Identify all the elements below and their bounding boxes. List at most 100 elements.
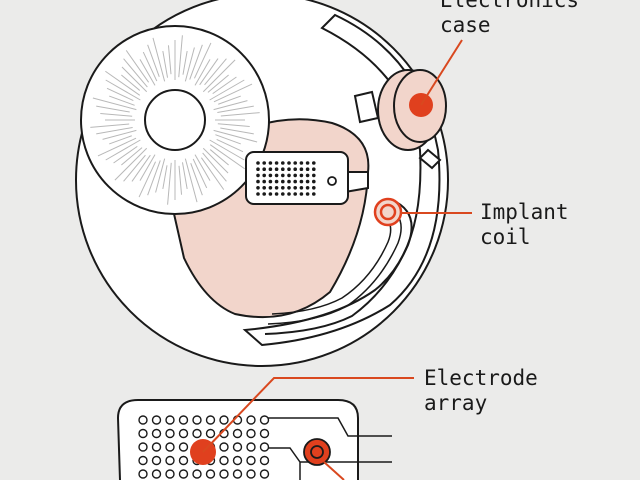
iris-ray — [192, 158, 208, 189]
coil-loop-inner — [267, 205, 402, 325]
iris-ray — [109, 135, 132, 145]
chip-electrode-dot — [287, 186, 291, 190]
iris-ray — [113, 145, 138, 164]
iris-ray — [125, 50, 150, 83]
array-electrode-dot — [151, 442, 162, 452]
implant-coil-label: Implant coil — [480, 200, 569, 250]
chip-electrode-dot — [256, 161, 260, 165]
port-leader — [323, 461, 345, 480]
iris-ray — [218, 95, 241, 105]
array-electrode-dot — [192, 469, 202, 479]
chip-electrode-dot — [305, 161, 310, 165]
iris-ray — [167, 45, 172, 75]
case-strap-lower — [418, 148, 442, 170]
chip-electrode-dot — [268, 173, 273, 178]
array-electrode-dot — [246, 455, 256, 466]
array-electrode-dot — [205, 469, 216, 479]
iris-ray — [193, 42, 212, 79]
iris-ray — [121, 74, 141, 91]
iris-ray — [178, 35, 183, 78]
iris-ray — [102, 129, 137, 140]
chip-electrode-dot — [274, 192, 279, 196]
iris-ray — [152, 37, 166, 82]
chip-electrode-dot — [305, 192, 310, 196]
iris-ray — [90, 123, 130, 128]
chip-electrode-dot — [281, 161, 285, 165]
coil-marker-outer — [373, 197, 403, 227]
iris-ray — [139, 154, 156, 181]
chip-electrode-dot — [268, 192, 273, 196]
chip-electrode-dot — [312, 167, 316, 171]
electrode-array-leader — [202, 377, 414, 453]
chip-electrode-dot — [293, 173, 298, 178]
coil-loop-outer — [264, 199, 413, 335]
iris-ray — [199, 58, 219, 86]
electronics-case — [353, 69, 447, 170]
electrode-array-device — [116, 399, 392, 480]
chip-electrode-dot — [256, 186, 260, 190]
iris-ray — [100, 112, 133, 117]
chip-electrode-dot — [262, 167, 267, 171]
iris-ray — [220, 112, 260, 117]
array-electrode-dot — [178, 428, 189, 439]
array-electrode-dot — [138, 415, 148, 425]
array-electrode-dot — [232, 442, 243, 452]
iris-ray — [121, 147, 143, 166]
iris-ray — [162, 165, 168, 190]
array-electrode-dot — [232, 455, 243, 466]
iris-ray — [204, 58, 227, 86]
array-electrode-dot — [165, 469, 175, 479]
iris-ray — [147, 44, 160, 77]
array-electrode-dot — [192, 428, 202, 439]
chip-electrode-dot — [305, 186, 310, 190]
iris-ray — [155, 158, 166, 193]
chip-electrode-dot — [274, 173, 279, 178]
iris-ray — [123, 154, 146, 182]
chip-electrode-dot — [256, 179, 260, 184]
iris-ray — [96, 105, 130, 113]
array-port-outer — [303, 438, 331, 466]
chip-electrode-dot — [293, 161, 298, 165]
iris-ray — [121, 66, 148, 93]
implant-coil-label-line2: coil — [480, 225, 531, 249]
chip-electrode-dot — [274, 161, 279, 165]
iris-ray — [213, 100, 248, 111]
chip-electrode-dot — [312, 192, 316, 196]
chip-electrode-dot — [287, 167, 291, 171]
iris-ray — [92, 97, 137, 111]
array-electrode-dot — [151, 469, 162, 479]
iris-ray — [181, 162, 188, 190]
iris-ray — [184, 47, 195, 82]
array-electrode-dot — [165, 415, 175, 425]
array-electrode-dot — [165, 455, 175, 466]
chip-electrode-dot — [293, 192, 298, 196]
array-electrode-dot — [219, 415, 229, 425]
iris-ray — [184, 158, 198, 203]
array-electrode-dot — [246, 428, 256, 439]
iris-ray — [202, 152, 227, 182]
array-electrode-dot — [219, 455, 229, 466]
array-electrode-dot — [138, 442, 148, 452]
chip-electrode-dot — [287, 192, 291, 196]
chip-electrode-dot — [274, 186, 279, 190]
coil-marker-inner — [379, 203, 397, 221]
iris-ray — [202, 147, 229, 174]
array-electrode-dot — [205, 415, 216, 425]
iris-ray — [220, 127, 254, 135]
chip-electrode-dot — [256, 173, 260, 178]
array-electrode-dot — [259, 415, 270, 425]
iris-ray — [114, 147, 148, 181]
chip-electrode-dot — [281, 179, 285, 184]
iris-ray — [217, 123, 250, 128]
array-electrode-dot — [219, 442, 229, 452]
chip-electrode-dot — [305, 179, 310, 184]
iris-ray — [97, 137, 137, 157]
chip-electrode-dot — [287, 173, 291, 178]
array-electrode-dot — [165, 428, 175, 439]
chip-electrode-dot — [268, 167, 273, 171]
iris-ray — [190, 163, 203, 196]
array-electrode-dot — [259, 455, 270, 466]
array-electrode-dot — [205, 428, 216, 439]
